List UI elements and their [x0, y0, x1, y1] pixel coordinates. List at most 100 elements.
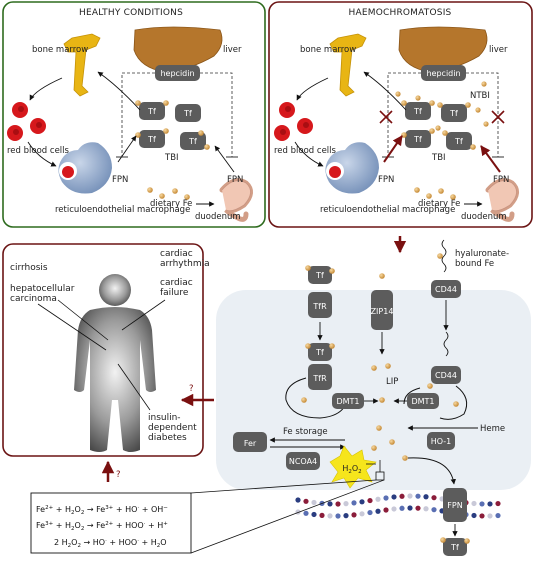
healthy-title: HEALTHY CONDITIONS — [79, 8, 183, 18]
membrane-lipid — [407, 493, 413, 499]
rbc-icon — [7, 102, 46, 141]
hyaluronate-label: hyaluronate-bound Fe — [455, 249, 509, 269]
bone-marrow-icon — [329, 33, 367, 97]
cd44-label: CD44 — [435, 285, 457, 294]
macrophage-icon — [58, 142, 112, 194]
zip14-label: ZIP14 — [371, 307, 394, 316]
membrane-lipid — [431, 495, 437, 501]
inhibited-cross-icon — [491, 110, 505, 124]
heme-label: Heme — [480, 424, 505, 434]
tfr-label: TfR — [312, 302, 327, 311]
membrane-icon — [295, 493, 501, 519]
liver-icon — [398, 26, 488, 73]
duodenum-icon — [219, 178, 253, 222]
membrane-lipid — [415, 493, 421, 499]
tf-label: Tf — [147, 107, 156, 116]
h2o2-flash-icon — [329, 445, 377, 489]
membrane-lipid — [383, 507, 389, 513]
tf-label: Tf — [315, 348, 324, 357]
membrane-lipid — [479, 513, 485, 519]
membrane-lipid — [295, 497, 301, 503]
membrane-lipid — [311, 499, 317, 506]
membrane-lipid — [359, 499, 365, 505]
membrane-lipid — [423, 506, 429, 512]
membrane-lipid — [423, 494, 429, 500]
tf-label: Tf — [413, 135, 422, 144]
membrane-lipid — [495, 500, 501, 507]
duodenum-label: duodenum — [461, 212, 507, 222]
membrane-lipid — [375, 508, 381, 514]
membrane-lipid — [399, 493, 405, 499]
haemo-title: HAEMOCHROMATOSIS — [349, 8, 452, 18]
bone-marrow-icon — [63, 33, 101, 97]
membrane-lipid — [367, 509, 373, 516]
membrane-lipid — [343, 501, 349, 507]
hepcidin-label: hepcidin — [426, 69, 460, 78]
membrane-lipid — [383, 495, 389, 501]
duodenum-label: duodenum — [195, 212, 241, 222]
membrane-lipid — [367, 497, 373, 504]
liver-icon — [133, 26, 223, 73]
haemo-panel: HAEMOCHROMATOSIS bone marrow liver hepci… — [268, 1, 533, 228]
fpn-left-label: FPN — [378, 175, 394, 185]
ncoa4-label: NCOA4 — [289, 457, 317, 466]
membrane-lipid — [415, 505, 421, 511]
membrane-lipid — [303, 498, 309, 504]
membrane-lipid — [327, 513, 333, 519]
fpn-label: FPN — [447, 501, 462, 510]
membrane-lipid — [495, 512, 501, 519]
inhibited-cross-icon — [379, 110, 393, 124]
fpn-right-label: FPN — [493, 175, 509, 185]
rbc-icon — [274, 102, 313, 141]
membrane-lipid — [359, 511, 365, 517]
tf-label: Tf — [413, 107, 422, 116]
tf-label: Tf — [183, 109, 192, 118]
membrane-lipid — [303, 510, 309, 516]
fpn-left-label: FPN — [112, 175, 128, 185]
membrane-lipid — [479, 501, 485, 507]
ntbi-label: NTBI — [470, 91, 490, 101]
membrane-lipid — [391, 494, 397, 500]
membrane-lipid — [471, 500, 477, 507]
tf-label: Tf — [450, 543, 459, 552]
lip-label: LIP — [386, 377, 398, 387]
equation-box: Fe2+ + H2O2 → Fe3+ + HO· + OH− Fe3+ + H2… — [30, 479, 385, 554]
membrane-lipid — [343, 513, 349, 519]
dietary-fe-label: dietary Fe — [150, 199, 192, 209]
membrane-lipid — [487, 501, 493, 507]
tbi-label: TBI — [431, 153, 446, 163]
membrane-lipid — [431, 507, 437, 513]
tf-label: Tf — [147, 135, 156, 144]
membrane-lipid — [351, 500, 357, 506]
question-mark-1: ? — [189, 384, 194, 394]
bone-marrow-label: bone marrow — [300, 45, 356, 55]
hepcidin-box — [155, 65, 200, 81]
membrane-lipid — [311, 511, 317, 518]
liver-label: liver — [489, 45, 508, 55]
tf-group: Tf Tf Tf Tf — [395, 81, 489, 150]
liver-label: liver — [223, 45, 242, 55]
dietary-fe-label: dietary Fe — [418, 199, 460, 209]
cell-panel: Tf TfR Tf TfR DMT1 ZIP14 LIP hyaluronate… — [216, 239, 531, 556]
healthy-panel: HEALTHY CONDITIONS bone marrow liver hep… — [2, 1, 266, 228]
h2o2-label: H2O2 — [342, 464, 361, 475]
fe-storage-label: Fe storage — [283, 427, 328, 437]
duodenum-icon — [485, 178, 519, 222]
macrophage-icon — [325, 142, 379, 194]
cd44-label: CD44 — [435, 371, 457, 380]
hepcidin-box — [421, 65, 466, 81]
membrane-lipid — [351, 512, 357, 518]
membrane-lipid — [335, 513, 341, 519]
cirrhosis-label: cirrhosis — [10, 263, 48, 273]
equation-1: Fe2+ + H2O2 → Fe3+ + HO· + OH− — [36, 505, 168, 516]
membrane-lipid — [487, 513, 493, 519]
membrane-lipid — [327, 501, 333, 507]
membrane-lipid — [471, 512, 477, 519]
tf-label: Tf — [449, 109, 458, 118]
bone-marrow-label: bone marrow — [32, 45, 88, 55]
tbi-label: TBI — [164, 153, 179, 163]
fpn-right-label: FPN — [227, 175, 243, 185]
fer-label: Fer — [244, 439, 257, 448]
tfr-label: TfR — [312, 374, 327, 383]
